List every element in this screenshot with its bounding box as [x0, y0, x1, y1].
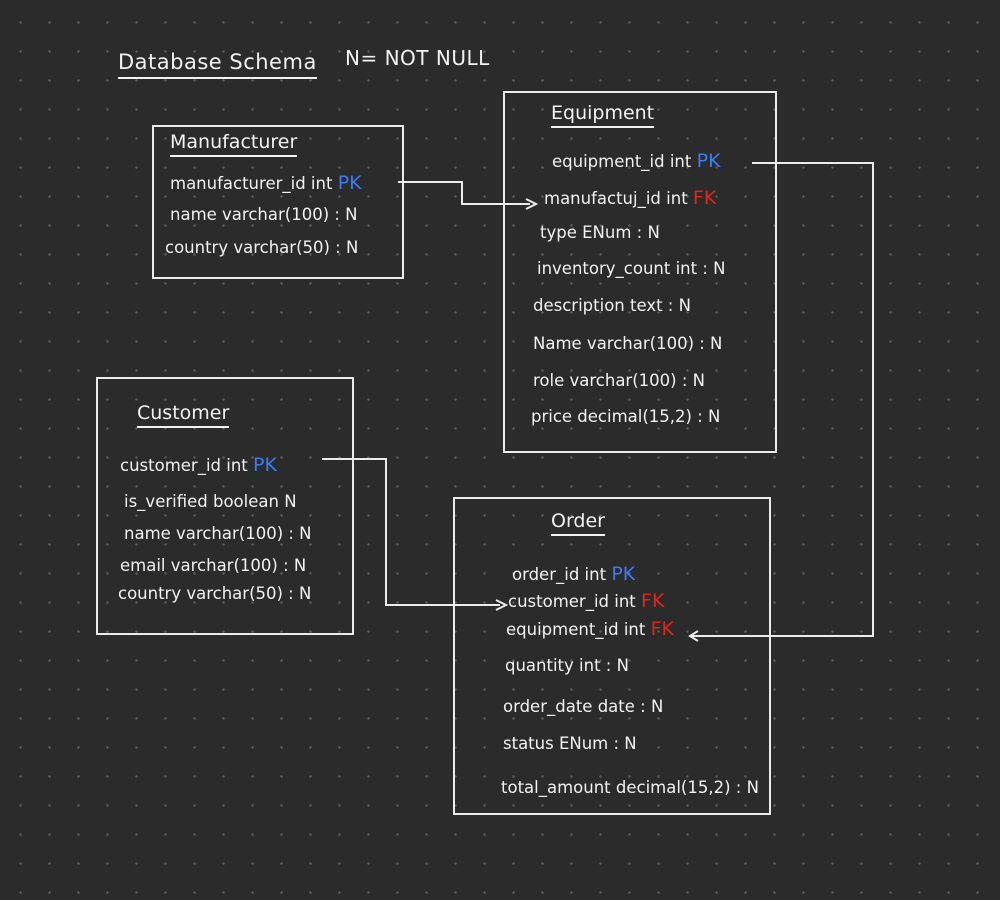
order-field-customer-id: customer_id int FK	[508, 590, 665, 612]
order-table-name: Order	[551, 510, 605, 536]
order-field-status: status ENum : N	[503, 734, 637, 753]
link-customer-to-order	[322, 458, 500, 606]
equipment-field-description: description text : N	[533, 296, 691, 315]
customer-field-is-verified: is_verified boolean N	[124, 492, 297, 511]
diagram-title: Database Schema	[118, 50, 317, 79]
equipment-field-type: type ENum : N	[540, 223, 660, 242]
arrowhead-order-customer-id	[495, 599, 509, 611]
customer-table[interactable]	[96, 377, 354, 635]
customer-table-name: Customer	[137, 402, 230, 428]
link-manufacturer-to-equipment	[398, 181, 530, 205]
equipment-field-manufacturer-id: manufactuj_id int FK	[544, 187, 717, 209]
foreign-key-badge: FK	[650, 618, 674, 640]
legend-note: N= NOT NULL	[345, 46, 490, 70]
order-field-order-id: order_id int PK	[512, 563, 636, 585]
manufacturer-field-country: country varchar(50) : N	[165, 238, 359, 257]
order-field-quantity: quantity int : N	[505, 656, 629, 675]
arrowhead-order-equipment-id	[688, 630, 699, 642]
customer-field-customer-id: customer_id int PK	[120, 454, 277, 476]
order-field-equipment-id: equipment_id int FK	[506, 618, 674, 640]
equipment-field-name: Name varchar(100) : N	[533, 334, 723, 353]
primary-key-badge: PK	[611, 563, 636, 585]
equipment-table[interactable]	[503, 91, 777, 453]
foreign-key-badge: FK	[692, 187, 717, 209]
manufacturer-table-name: Manufacturer	[170, 131, 298, 157]
manufacturer-field-name: name varchar(100) : N	[170, 205, 358, 224]
link-equipment-to-order	[690, 162, 874, 637]
equipment-field-price: price decimal(15,2) : N	[531, 407, 721, 426]
order-table[interactable]	[453, 497, 771, 815]
primary-key-badge: PK	[253, 454, 277, 476]
customer-field-name: name varchar(100) : N	[124, 524, 312, 543]
customer-field-country: country varchar(50) : N	[118, 584, 312, 603]
customer-field-email: email varchar(100) : N	[120, 556, 307, 575]
foreign-key-badge: FK	[641, 590, 665, 612]
equipment-field-equipment-id: equipment_id int PK	[552, 150, 721, 172]
primary-key-badge: PK	[337, 172, 362, 194]
manufacturer-field-manufacturer-id: manufacturer_id int PK	[170, 172, 362, 194]
order-field-order-date: order_date date : N	[503, 697, 664, 716]
equipment-field-inventory-count: inventory_count int : N	[537, 259, 726, 278]
order-field-total-amount: total_amount decimal(15,2) : N	[501, 778, 759, 797]
manufacturer-table[interactable]	[152, 125, 404, 279]
equipment-field-role: role varchar(100) : N	[533, 371, 705, 390]
primary-key-badge: PK	[696, 150, 721, 172]
arrowhead-equipment-manufacturer-id	[525, 198, 539, 210]
equipment-table-name: Equipment	[551, 102, 655, 128]
